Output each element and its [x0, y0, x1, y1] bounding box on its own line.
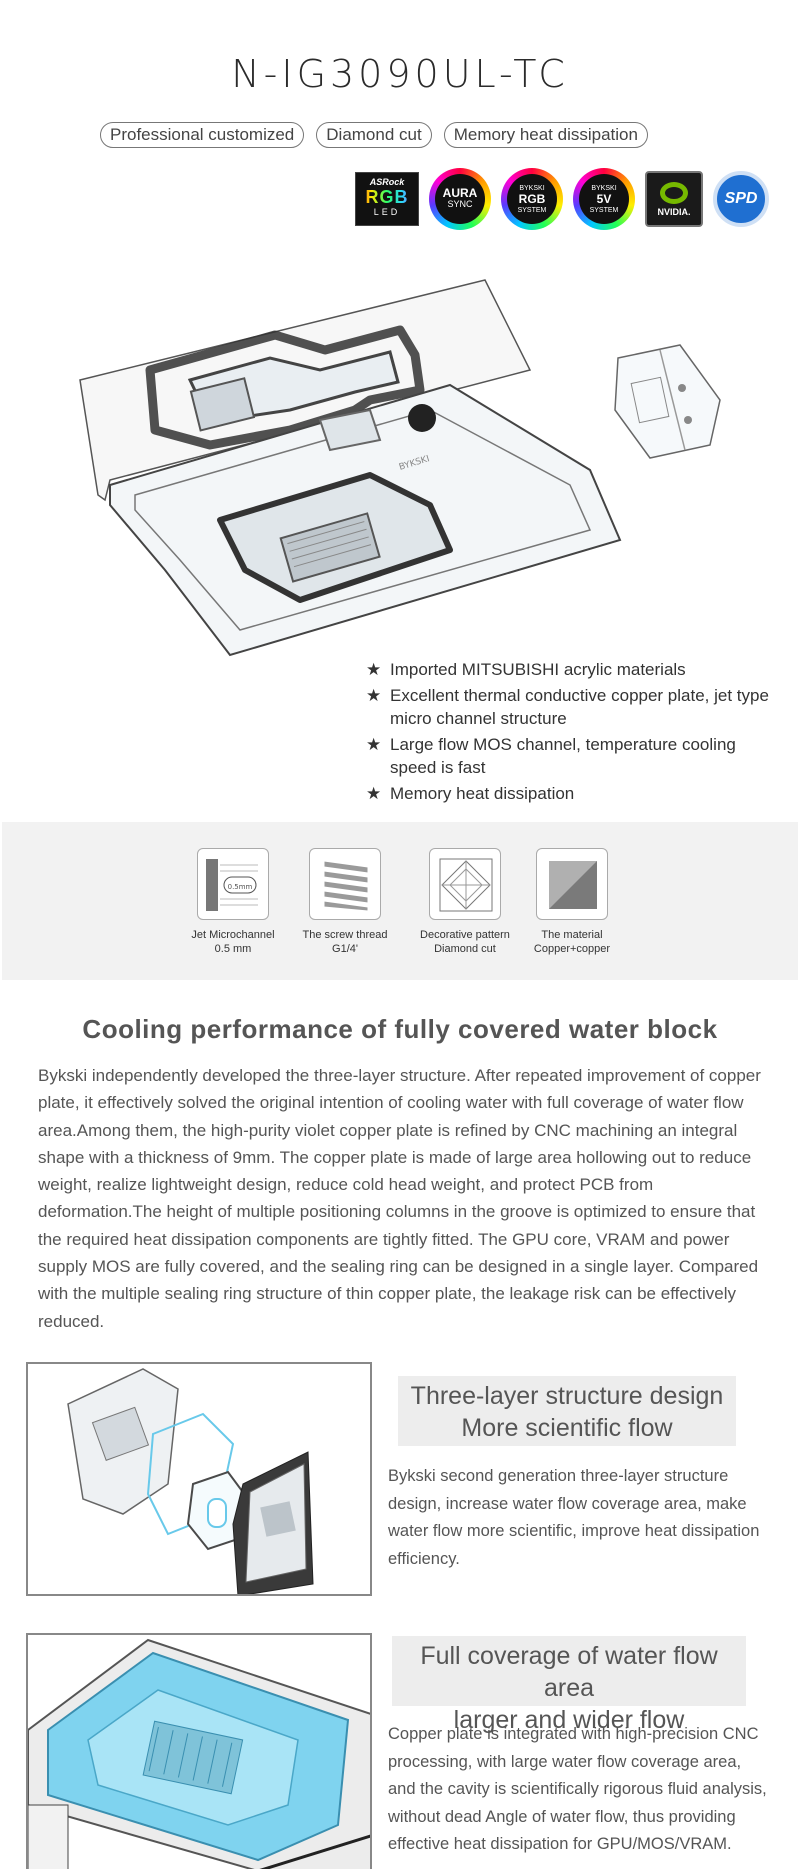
nvidia-eye-icon: [660, 181, 688, 204]
asrock-rgb-led-logo: ASRock RGB LED: [355, 172, 419, 226]
star-icon: ★: [366, 784, 382, 803]
list-item: ★Excellent thermal conductive copper pla…: [366, 686, 769, 728]
full-coverage-heading: Full coverage of water flow area larger …: [392, 1636, 746, 1734]
screw-thread-icon: [309, 848, 381, 920]
feature-tags: Professional customized Diamond cut Memo…: [100, 122, 648, 148]
water-block-exploded-image: BYKSKI: [79, 279, 721, 657]
copper-material-icon: [536, 848, 608, 920]
star-icon: ★: [366, 686, 382, 705]
star-icon: ★: [366, 660, 382, 679]
product-title: N-IG3090UL-TC: [231, 52, 569, 96]
full-coverage-description: Copper plate is integrated with high-pre…: [388, 1725, 767, 1853]
feature-list: ★Imported MITSUBISHI acrylic materials ★…: [366, 658, 786, 808]
tag-professional-customized: Professional customized: [100, 122, 305, 148]
cooling-section-title: Cooling performance of fully covered wat…: [82, 1014, 718, 1044]
microchannel-icon: 0.5mm: [197, 848, 269, 920]
nvidia-logo: NVIDIA.: [645, 171, 703, 227]
svg-text:0.5mm: 0.5mm: [228, 883, 253, 891]
star-icon: ★: [366, 735, 382, 754]
diamond-cut-icon: [429, 848, 501, 920]
list-item: ★Imported MITSUBISHI acrylic materials: [366, 660, 686, 679]
list-item: ★Large flow MOS channel, temperature coo…: [366, 735, 736, 777]
tag-memory-heat-dissipation: Memory heat dissipation: [443, 122, 648, 148]
three-layer-structure-image: [26, 1362, 372, 1596]
tag-diamond-cut: Diamond cut: [316, 122, 432, 148]
spd-logo: SPD: [713, 171, 769, 227]
list-item: ★Memory heat dissipation: [366, 784, 575, 803]
three-layer-heading: Three-layer structure design More scient…: [398, 1376, 736, 1446]
three-layer-description: Bykski second generation three-layer str…: [388, 1467, 760, 1568]
full-coverage-image: [26, 1633, 372, 1869]
cooling-section-body: Bykski independently developed the three…: [38, 1066, 761, 1331]
